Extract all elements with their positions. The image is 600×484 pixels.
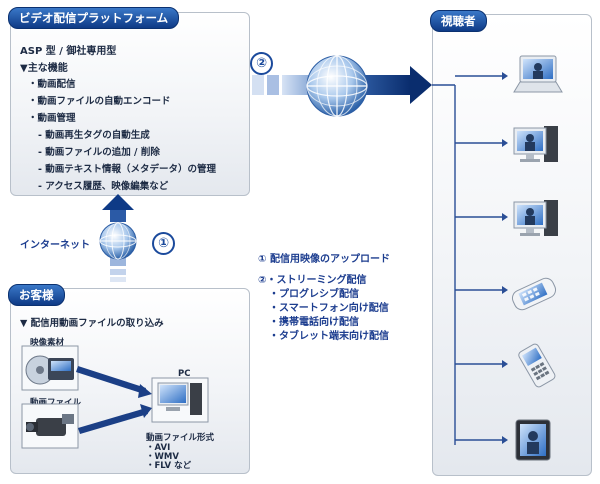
upload-to-pc-arrows [76,366,152,434]
format-item: ・FLV など [146,461,192,471]
customer-title: お客様 [8,284,65,306]
platform-panel [10,12,250,196]
legend-item: ・携帯電話向け配信 [269,317,359,328]
upload-arrow [102,194,134,282]
globe-icon [306,55,368,117]
pc-label: PC [178,369,191,379]
platform-title: ビデオ配信プラットフォーム [8,7,180,29]
customer-heading: ▼ 配信用動画ファイルの取り込み [20,318,164,329]
legend-item: ・タブレット端末向け配信 [269,331,389,342]
pc-icon [151,377,209,423]
formats-heading: 動画ファイル形式 [146,433,215,443]
feature-subitem: - アクセス履歴、映像編集など [38,181,169,192]
format-item: ・AVI [146,443,171,453]
legend-streaming: ②・ストリーミング配信 [258,275,367,286]
legend-upload: ① 配信用映像のアップロード [258,254,390,265]
feature-item: ・動画配信 [28,79,76,90]
video-file-label: 動画ファイル [30,398,82,408]
globe-icon [99,222,137,260]
features-heading: ▼主な機能 [20,63,68,74]
internet-label: インターネット [20,240,90,251]
video-material-icon [21,345,79,391]
legend-item: ・スマートフォン向け配信 [269,303,389,314]
viewer-panel [432,14,592,476]
mobile-phone-icon [518,343,556,388]
viewer-title: 視聴者 [430,10,487,32]
desktop-pc-icon [513,200,558,236]
legend-item: ・プログレシブ配信 [269,289,359,300]
laptop-icon [513,55,563,93]
step-2-badge: ② [250,52,273,75]
step-1-badge: ① [152,232,175,255]
desktop-pc-icon [513,126,558,162]
video-material-label: 映像素材 [30,338,65,348]
tablet-icon [515,419,551,461]
feature-subitem: - 動画再生タグの自動生成 [38,130,150,141]
smartphone-icon [511,277,557,311]
feature-item: ・動画管理 [28,113,76,124]
feature-subitem: - 動画ファイルの追加 / 削除 [38,147,160,158]
feature-item: ・動画ファイルの自動エンコード [28,96,171,107]
format-item: ・WMV [146,452,179,462]
camcorder-icon [21,403,79,449]
platform-subtitle: ASP 型 / 御社専用型 [20,46,117,57]
feature-subitem: - 動画テキスト情報（メタデータ）の管理 [38,164,216,175]
viewer-tree [432,75,502,445]
